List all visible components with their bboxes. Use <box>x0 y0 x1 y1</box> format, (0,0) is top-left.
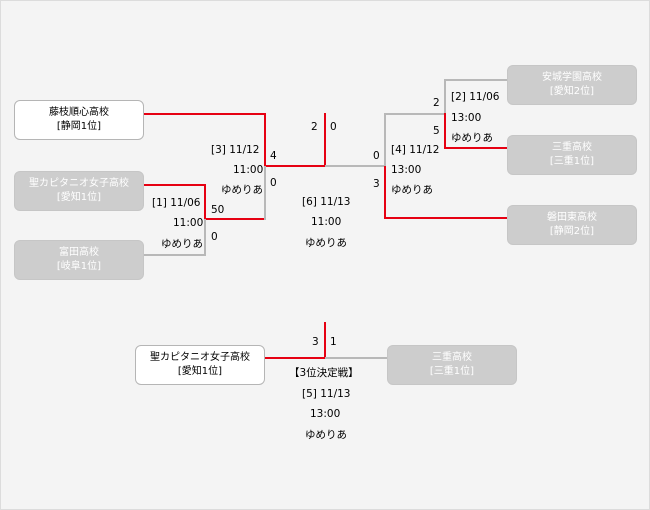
bracket-line <box>264 113 266 167</box>
team-name: 磐田東高校 <box>547 212 597 223</box>
team-name: 富田高校 <box>59 247 99 258</box>
team-third-mie[interactable]: 三重高校 [三重1位] <box>387 345 517 385</box>
match-label: [2] 11/06 <box>451 91 500 103</box>
team-third-seika-pius[interactable]: 聖カピタニオ女子高校 [愛知1位] <box>135 345 265 385</box>
team-tomida[interactable]: 富田高校 [岐阜1位] <box>14 240 144 280</box>
match-label: [3] 11/12 <box>211 144 260 156</box>
match-time: 11:00 <box>311 216 342 228</box>
match-venue: ゆめりあ <box>221 184 263 196</box>
team-pref: [愛知1位] <box>56 192 102 203</box>
bracket-line <box>204 219 206 256</box>
score: 5 <box>433 125 440 137</box>
team-iwata-higashi[interactable]: 磐田東高校 [静岡2位] <box>507 205 637 245</box>
match-label: [6] 11/13 <box>302 196 351 208</box>
match-label: [5] 11/13 <box>302 388 351 400</box>
match-venue: ゆめりあ <box>305 429 347 441</box>
bracket-line <box>444 147 507 149</box>
bracket-line <box>324 322 326 359</box>
score: 2 <box>311 121 318 133</box>
team-name: 三重高校 <box>432 352 472 363</box>
team-pref: [愛知2位] <box>549 86 595 97</box>
team-name: 聖カピタニオ女子高校 <box>150 352 250 363</box>
match-venue: ゆめりあ <box>305 237 347 249</box>
team-pref: [岐阜1位] <box>56 261 102 272</box>
bracket-line <box>325 357 387 359</box>
match-venue: ゆめりあ <box>161 238 203 250</box>
score: 0 <box>330 121 337 133</box>
bracket-line <box>264 166 266 220</box>
team-anjo-gakuen[interactable]: 安城学園高校 [愛知2位] <box>507 65 637 105</box>
score: 4 <box>270 150 277 162</box>
bracket-line <box>384 217 507 219</box>
team-name: 藤枝順心高校 <box>49 107 109 118</box>
match-time: 13:00 <box>451 112 482 124</box>
match-label: [1] 11/06 <box>152 197 201 209</box>
bracket-line <box>444 79 446 114</box>
bracket-line <box>384 113 386 167</box>
match-venue: ゆめりあ <box>391 184 433 196</box>
score: 3 <box>373 178 380 190</box>
team-fujieda-junshin[interactable]: 藤枝順心高校 [静岡1位] <box>14 100 144 140</box>
score: 0 <box>270 177 277 189</box>
bracket-line <box>384 113 445 115</box>
bracket-line <box>264 165 325 167</box>
bracket-line <box>204 184 206 220</box>
team-mie[interactable]: 三重高校 [三重1位] <box>507 135 637 175</box>
bracket-line <box>204 218 266 220</box>
team-pref: [三重1位] <box>429 366 475 377</box>
score: 2 <box>433 97 440 109</box>
bracket-line <box>325 165 385 167</box>
score: 1 <box>330 336 337 348</box>
bracket-line <box>265 357 326 359</box>
bracket-line <box>144 113 266 115</box>
score: 3 <box>312 336 319 348</box>
team-name: 安城学園高校 <box>542 72 602 83</box>
bracket-line <box>444 79 507 81</box>
score: 50 <box>211 204 225 216</box>
team-name: 聖カピタニオ女子高校 <box>29 178 129 189</box>
team-name: 三重高校 <box>552 142 592 153</box>
team-pref: [静岡2位] <box>549 226 595 237</box>
match-venue: ゆめりあ <box>451 132 493 144</box>
match-label: [4] 11/12 <box>391 144 440 156</box>
team-pref: [静岡1位] <box>56 121 102 132</box>
bracket-line <box>144 254 205 256</box>
score: 0 <box>373 150 380 162</box>
score: 0 <box>211 231 218 243</box>
team-pref: [愛知1位] <box>177 366 223 377</box>
match-title: 【3位決定戦】 <box>289 367 359 379</box>
bracket-line <box>324 113 326 167</box>
team-pref: [三重1位] <box>549 156 595 167</box>
team-seika-pius[interactable]: 聖カピタニオ女子高校 [愛知1位] <box>14 171 144 211</box>
match-time: 13:00 <box>391 164 422 176</box>
match-time: 11:00 <box>173 217 204 229</box>
bracket-line <box>144 184 205 186</box>
match-time: 13:00 <box>310 408 341 420</box>
match-time: 11:00 <box>233 164 264 176</box>
bracket-line <box>444 113 446 149</box>
bracket-line <box>384 166 386 219</box>
